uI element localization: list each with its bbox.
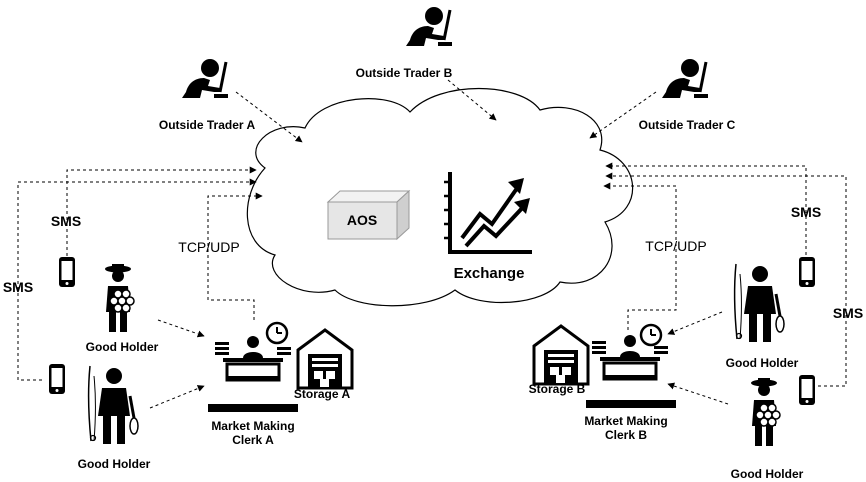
sms-right-outer-label: SMS — [833, 305, 863, 321]
outside-trader-b-icon — [404, 5, 454, 48]
tcp-udp-left-path — [207, 192, 263, 320]
arrow-holder-to-clerk-b — [667, 311, 723, 335]
clerk-b-label-line1: Market Making — [584, 414, 667, 428]
arrow-trader-c-to-exchange — [589, 91, 657, 139]
warehouse-icon — [296, 328, 354, 390]
outside-trader-b-label: Outside Trader B — [356, 66, 453, 80]
tcp-udp-right-label: TCP/UDP — [645, 238, 706, 254]
arrow-holder-to-clerk-a — [157, 319, 205, 338]
arrow-holder-to-clerk-a — [149, 385, 205, 409]
clock-icon — [265, 321, 289, 345]
sms-left-outer-path — [17, 178, 257, 381]
phone-icon — [799, 257, 815, 287]
exchange-label: Exchange — [454, 265, 525, 282]
farmer-icon — [750, 377, 781, 447]
good-holder-left-bottom-label: Good Holder — [78, 457, 151, 471]
clerk-a-label-line1: Market Making — [211, 419, 294, 433]
outside-trader-c-label: Outside Trader C — [639, 118, 736, 132]
exchange-chart-icon — [444, 172, 532, 254]
outside-trader-a-icon — [180, 57, 230, 100]
aos-box-icon — [326, 189, 411, 241]
arrow-trader-a-to-exchange — [235, 91, 303, 143]
sms-right-outer-path — [605, 172, 847, 387]
sms-left-inner-path — [66, 166, 257, 256]
sms-right-inner-label: SMS — [791, 204, 821, 220]
tcp-udp-right-path — [603, 182, 677, 330]
clerk-a-label-line2: Clerk A — [232, 433, 274, 447]
farmer-icon — [104, 263, 135, 333]
sms-left-outer-label: SMS — [3, 279, 33, 295]
phone-icon — [49, 364, 65, 394]
storage-b-label: Storage B — [529, 382, 586, 396]
sms-right-inner-path — [605, 162, 807, 255]
clerk-a-terminal — [208, 404, 298, 412]
arrow-holder-to-clerk-b — [667, 382, 729, 405]
fisherman-icon — [87, 364, 140, 446]
clock-icon — [639, 323, 663, 347]
outside-trader-a-label: Outside Trader A — [159, 118, 256, 132]
exchange-cloud — [246, 88, 634, 307]
good-holder-left-top-label: Good Holder — [86, 340, 159, 354]
clerk-b-terminal — [586, 400, 676, 408]
good-holder-right-top-label: Good Holder — [726, 356, 799, 370]
phone-icon — [59, 257, 75, 287]
arrow-trader-b-to-exchange — [447, 79, 497, 121]
tcp-udp-left-label: TCP/UDP — [178, 239, 239, 255]
clerk-b-label-line2: Clerk B — [605, 428, 647, 442]
aos-label: AOS — [347, 212, 377, 228]
storage-a-label: Storage A — [294, 387, 351, 401]
fisherman-icon — [733, 262, 786, 344]
phone-icon — [799, 375, 815, 405]
warehouse-icon — [532, 324, 590, 386]
good-holder-right-bottom-label: Good Holder — [731, 467, 804, 481]
outside-trader-c-icon — [660, 57, 710, 100]
sms-left-inner-label: SMS — [51, 213, 81, 229]
